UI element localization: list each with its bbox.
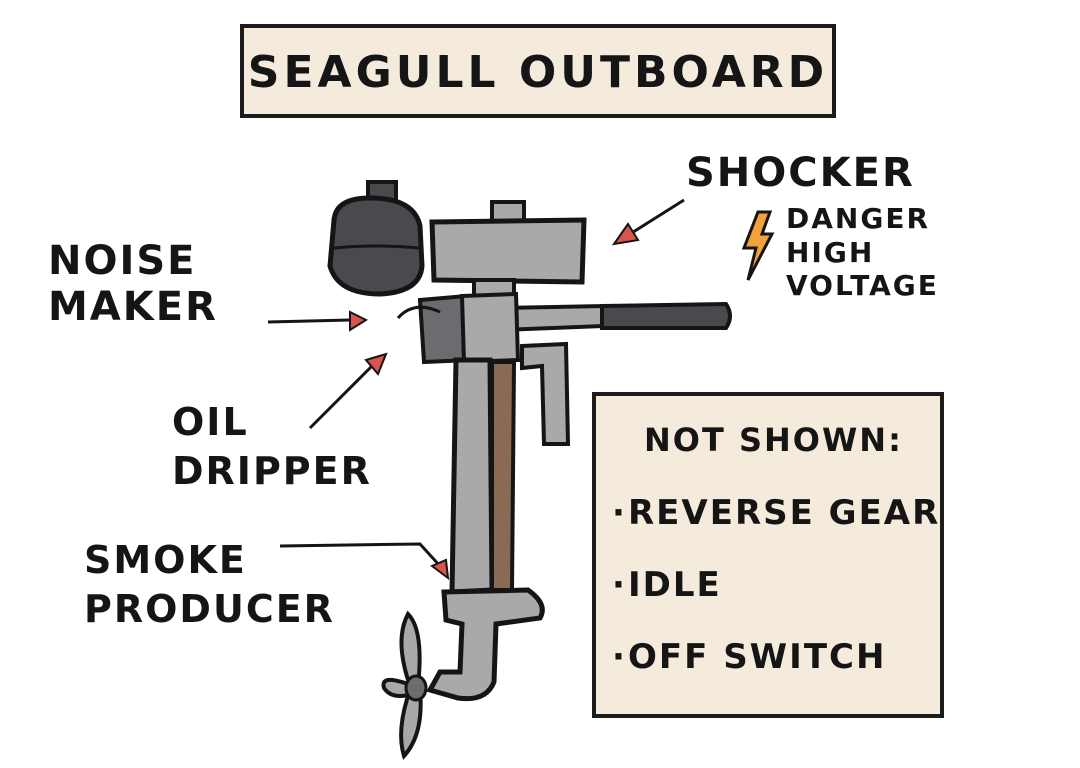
label-danger-line-3: VOLTAGE [786, 269, 939, 303]
lower-unit [426, 587, 545, 702]
label-smoke-producer-line-2: PRODUCER [84, 587, 335, 632]
lightning-bolt-icon [741, 210, 775, 281]
label-noise-maker-line-1: NOISE [48, 238, 197, 284]
not-shown-item-label: IDLE [628, 565, 722, 605]
bullet-dot: · [612, 493, 627, 533]
bullet-dot: · [612, 637, 627, 677]
title-box: SEAGULL OUTBOARD [240, 24, 836, 118]
label-danger-warning: DANGER HIGH VOLTAGE [786, 202, 939, 303]
label-oil-dripper-line-1: OIL [172, 400, 249, 444]
label-smoke-producer: SMOKE PRODUCER [84, 536, 335, 635]
drive-shaft [449, 357, 517, 595]
not-shown-item-label: OFF SWITCH [628, 637, 887, 677]
not-shown-item: ·OFF SWITCH [612, 637, 887, 677]
arrow-oil-dripper [308, 352, 388, 430]
fuel-tank [327, 180, 425, 297]
not-shown-item: ·REVERSE GEAR [612, 493, 941, 533]
bullet-dot: · [612, 565, 627, 605]
not-shown-box: NOT SHOWN: ·REVERSE GEAR ·IDLE ·OFF SWIT… [592, 392, 944, 718]
engine-block [396, 291, 521, 365]
arrow-noise-maker [267, 310, 369, 332]
page-title: SEAGULL OUTBOARD [247, 47, 829, 98]
label-oil-dripper-line-2: DRIPPER [172, 449, 372, 494]
label-noise-maker: NOISE MAKER [48, 238, 218, 330]
label-noise-maker-line-2: MAKER [48, 284, 218, 330]
label-danger-line-1: DANGER [786, 202, 931, 235]
not-shown-item-label: REVERSE GEAR [628, 493, 941, 533]
tiller-handle [498, 301, 732, 333]
arrow-smoke-producer [279, 542, 450, 581]
flywheel-housing [429, 200, 587, 300]
label-smoke-producer-line-1: SMOKE [84, 538, 247, 582]
transom-clamp [520, 341, 571, 446]
propeller [381, 610, 428, 760]
label-oil-dripper: OIL DRIPPER [172, 398, 372, 497]
label-shocker: SHOCKER [686, 150, 915, 196]
label-danger-line-2: HIGH [786, 235, 875, 269]
not-shown-item: ·IDLE [612, 565, 722, 605]
not-shown-heading: NOT SHOWN: [644, 421, 903, 459]
arrow-shocker [611, 198, 685, 246]
